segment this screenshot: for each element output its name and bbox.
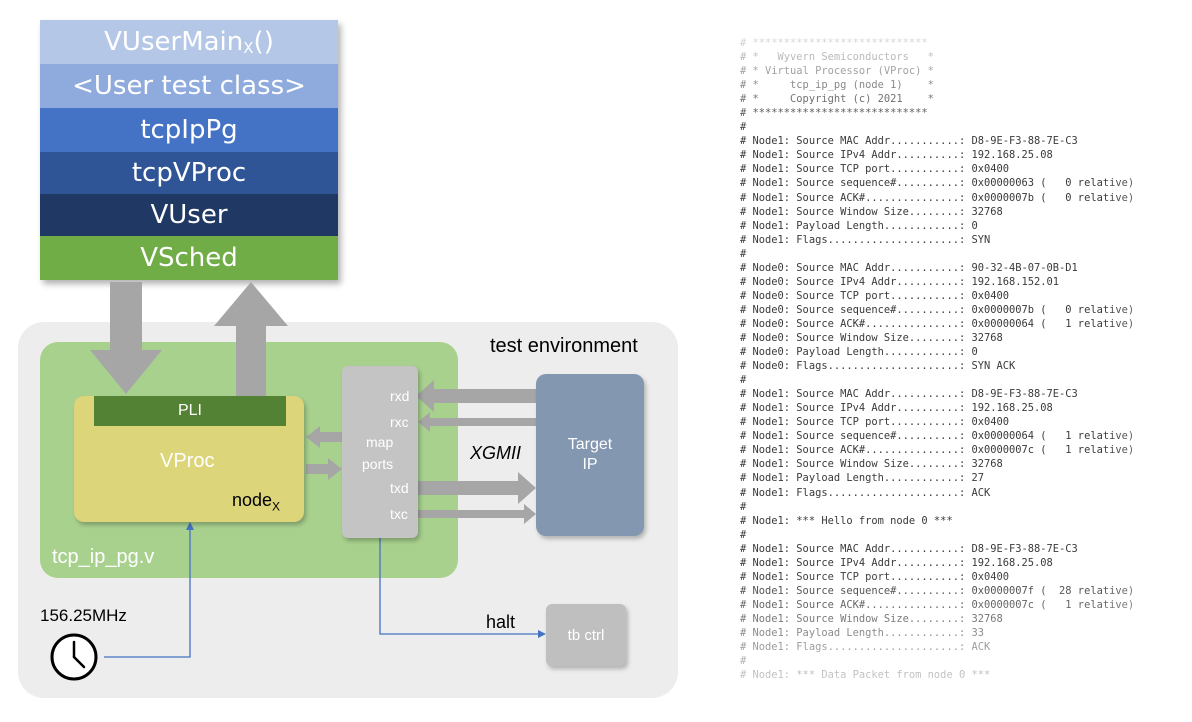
node-label: nodeX	[232, 490, 280, 514]
map-label: map	[366, 434, 394, 450]
console-line: # Node0: Source ACK#...............: 0x0…	[740, 317, 1135, 330]
console-line: # Node0: Source MAC Addr...........: 90-…	[740, 261, 1078, 274]
console-line: # Node1: *** Hello from node 0 ***	[740, 514, 953, 527]
console-line: # Node1: Source TCP port...........: 0x0…	[740, 416, 1009, 429]
test-environment-label: test environment	[490, 335, 638, 357]
tcpippg-label: tcpIpPg	[140, 115, 238, 145]
node-subscript: X	[272, 499, 281, 514]
console-line: # Node0: Payload Length............: 0	[740, 346, 978, 359]
halt-label: halt	[486, 612, 516, 632]
halt-line-arrowhead	[538, 630, 546, 638]
tb-ctrl-label: tb ctrl	[567, 626, 605, 644]
console-line: #	[740, 500, 747, 513]
console-line: # Node0: Source IPv4 Addr..........: 192…	[740, 275, 1060, 288]
port-txc-label: txc	[390, 506, 408, 522]
vusermain-subscript: X	[243, 39, 254, 57]
vuser-label: VUser	[150, 200, 228, 230]
console-line: # Node0: Source TCP port...........: 0x0…	[740, 289, 1009, 302]
stack-user-test-class: <User test class>	[40, 64, 338, 108]
console-line: # Node1: Source IPv4 Addr..........: 192…	[740, 556, 1053, 569]
console-line: # Node1: Source MAC Addr...........: D8-…	[740, 135, 1078, 148]
console-line: # Node1: Flags.....................: SYN	[740, 233, 991, 246]
stack-vsched: VSched	[40, 236, 338, 280]
txd-arrow	[418, 472, 536, 504]
map-ports-block	[342, 366, 418, 538]
tcpvproc-label: tcpVProc	[131, 158, 247, 188]
console-line: # Node1: Source Window Size........: 327…	[740, 205, 1003, 218]
target-ip-block: Target IP	[536, 374, 644, 536]
rxc-arrow	[418, 412, 536, 432]
vsched-label: VSched	[140, 243, 238, 273]
console-line: # Node1: Source Window Size........: 327…	[740, 458, 1003, 471]
vusermain-label: VUserMain	[104, 27, 244, 57]
console-line: # Node1: Source MAC Addr...........: D8-…	[740, 388, 1078, 401]
console-line: # Node1: Source MAC Addr...........: D8-…	[740, 542, 1078, 555]
clock-line	[104, 526, 191, 658]
port-rxd-label: rxd	[390, 388, 410, 404]
down-arrow	[90, 282, 162, 394]
console-line: # Node0: Source sequence#..........: 0x0…	[740, 303, 1135, 316]
vproc-label: VProc	[160, 450, 215, 472]
rxd-arrow	[416, 380, 536, 412]
ip-label: IP	[582, 456, 598, 473]
vusermain-suffix: ()	[253, 27, 274, 57]
console-output: # ****************************# * Wyvern…	[740, 36, 1190, 696]
port-rxc-label: rxc	[390, 414, 409, 430]
console-line: #	[740, 247, 747, 260]
pli-block: PLI	[94, 396, 286, 426]
xgmii-label: XGMII	[470, 443, 522, 463]
port-txd-label: txd	[390, 480, 409, 496]
pli-label: PLI	[177, 402, 202, 419]
console-line: # Node1: Flags.....................: ACK	[740, 486, 991, 499]
console-fade-right	[1100, 30, 1192, 710]
ports-label: ports	[362, 456, 394, 472]
tcp-ip-pg-label: tcp_ip_pg.v	[52, 546, 155, 568]
console-line: #	[740, 374, 747, 387]
console-line: # Node1: Source TCP port...........: 0x0…	[740, 163, 1009, 176]
txc-arrow	[418, 504, 536, 524]
up-arrow	[214, 282, 288, 396]
console-line: # Node0: Source Window Size........: 327…	[740, 331, 1003, 344]
node-text: node	[232, 490, 273, 510]
diagram-arrows	[50, 282, 546, 681]
console-line: # Node1: Payload Length............: 27	[740, 472, 984, 485]
stack-tcpippg: tcpIpPg	[40, 108, 338, 152]
stack-tcpvproc: tcpVProc	[40, 152, 338, 194]
map-to-vproc-arrow	[306, 426, 342, 448]
console-line: # Node1: Payload Length............: 0	[740, 219, 978, 232]
console-line: # Node1: Source IPv4 Addr..........: 192…	[740, 402, 1053, 415]
vproc-to-map-arrow	[306, 458, 342, 480]
tb-ctrl-block: tb ctrl	[546, 604, 626, 666]
console-line: # Node1: Source IPv4 Addr..........: 192…	[740, 149, 1053, 162]
clock-frequency-label: 156.25MHz	[40, 606, 127, 625]
user-test-class-label: <User test class>	[72, 71, 306, 101]
stack-vuser: VUser	[40, 194, 338, 236]
target-label: Target	[567, 436, 613, 453]
console-line: #	[740, 528, 747, 541]
clock-line-arrowhead	[186, 522, 194, 530]
console-line: # Node0: Flags.....................: SYN…	[740, 360, 1016, 373]
halt-line	[379, 538, 540, 635]
